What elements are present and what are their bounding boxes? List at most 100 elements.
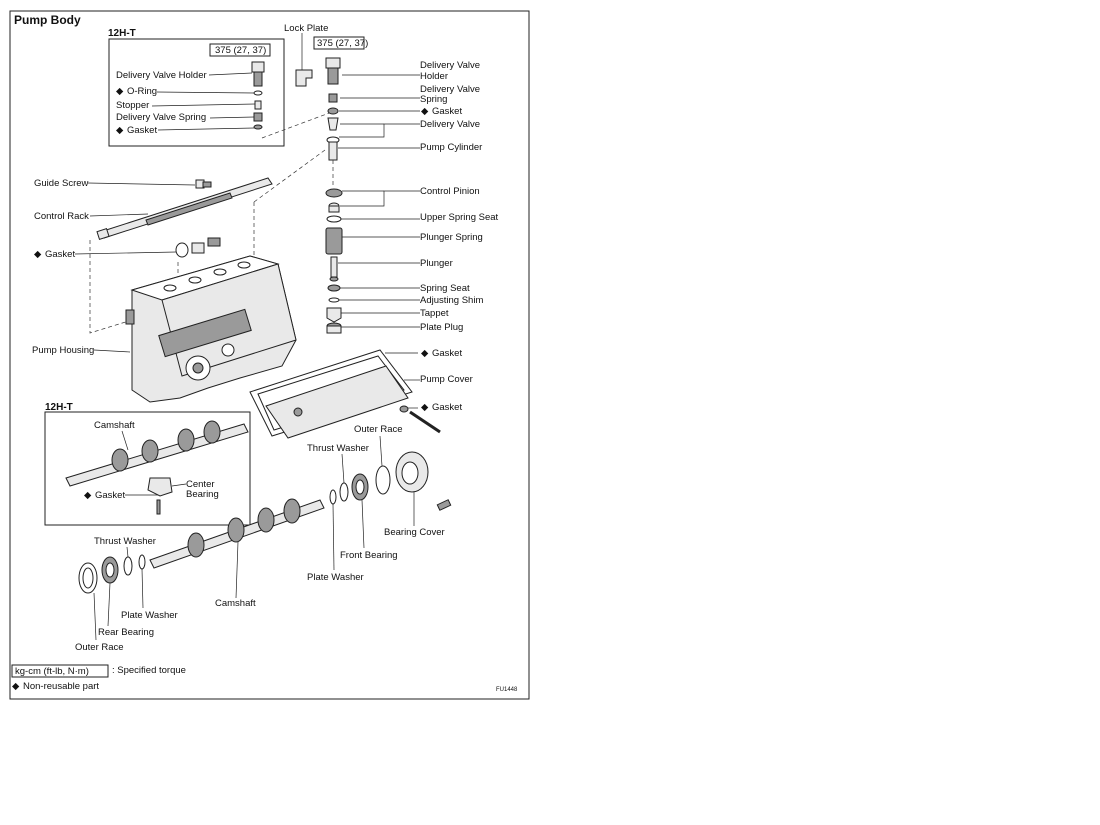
guide-screw: [195, 179, 212, 189]
diamond-icon: ◆: [116, 86, 124, 97]
inset-camshaft: [65, 420, 249, 487]
inset-label-center-bearing-2: Bearing: [186, 489, 219, 500]
label-rear-bearing: Rear Bearing: [98, 627, 154, 638]
label-gasket-left: Gasket: [45, 249, 75, 260]
thrust-washer-right: [339, 482, 349, 502]
inset-bottom-frame: [44, 411, 251, 526]
inset-torque-box: [209, 43, 271, 57]
inset-delivery-valve-holder: [251, 61, 265, 87]
adjusting-shim: [328, 297, 340, 303]
legend-torque-box: [11, 664, 109, 678]
diamond-icon: ◆: [116, 125, 124, 136]
thrust-washer-left: [123, 556, 133, 576]
legend-torque-units: kg-cm (ft-lb, N·m): [15, 666, 89, 677]
label-bearing-cover: Bearing Cover: [384, 527, 445, 538]
inset-label-camshaft: Camshaft: [94, 420, 135, 431]
outer-race-right: [375, 465, 391, 495]
inset-top-title: 12H-T: [108, 28, 136, 39]
label-control-rack: Control Rack: [34, 211, 89, 222]
cover-bolt: [409, 410, 441, 434]
label-plate-washer-right: Plate Washer: [307, 572, 364, 583]
gasket-washer-bolt: [399, 405, 409, 413]
plunger-spring: [325, 227, 343, 255]
pump-cylinder: [326, 136, 340, 161]
label-outer-race-left: Outer Race: [75, 642, 124, 653]
control-pinion: [325, 188, 343, 213]
front-bearing: [351, 473, 369, 501]
inset-label-gasket-bottom: Gasket: [95, 490, 125, 501]
upper-spring-seat: [326, 215, 342, 223]
diamond-icon: ◆: [421, 106, 429, 117]
label-plunger-spring: Plunger Spring: [420, 232, 483, 243]
label-pump-cover: Pump Cover: [420, 374, 473, 385]
label-plate-plug: Plate Plug: [420, 322, 463, 333]
inset-label-center-bearing-1: Center: [186, 479, 215, 490]
inset-label-delivery-valve-holder: Delivery Valve Holder: [116, 70, 207, 81]
legend-torque-text: : Specified torque: [112, 665, 186, 676]
label-camshaft: Camshaft: [215, 598, 256, 609]
diamond-icon: ◆: [421, 402, 429, 413]
rear-bearing: [101, 556, 119, 584]
gasket-and-bleeder: [175, 237, 221, 258]
diagram-title: Pump Body: [14, 13, 81, 27]
inset-stopper: [254, 100, 262, 110]
label-plunger: Plunger: [420, 258, 453, 269]
spring-seat: [327, 284, 341, 292]
inset-bottom-title: 12H-T: [45, 402, 73, 413]
label-gasket-bolt: Gasket: [432, 402, 462, 413]
delivery-valve-holder: [325, 57, 341, 85]
tappet: [326, 307, 342, 323]
diamond-icon: ◆: [84, 490, 92, 501]
main-torque-value: 375 (27, 37): [317, 38, 368, 49]
inset-label-gasket: Gasket: [127, 125, 157, 136]
bearing-cover: [395, 451, 429, 493]
label-thrust-washer-right: Thrust Washer: [307, 443, 369, 454]
label-gasket-1: Gasket: [432, 106, 462, 117]
label-outer-race-right: Outer Race: [354, 424, 403, 435]
label-delivery-valve-holder-1: Delivery Valve: [420, 60, 480, 71]
pump-cover: [265, 365, 409, 439]
inset-label-stopper: Stopper: [116, 100, 149, 111]
inset-o-ring: [253, 90, 263, 96]
main-torque-box: [313, 36, 365, 50]
label-spring-seat: Spring Seat: [420, 283, 470, 294]
delivery-valve-spring: [328, 93, 338, 103]
label-delivery-valve-spring-1: Delivery Valve: [420, 84, 480, 95]
bearing-cover-bolt: [436, 499, 452, 511]
outer-race-left: [78, 562, 98, 594]
inset-delivery-valve-spring: [253, 112, 263, 122]
delivery-valve: [327, 117, 339, 131]
label-tappet: Tappet: [420, 308, 449, 319]
label-guide-screw: Guide Screw: [34, 178, 89, 189]
label-lock-plate: Lock Plate: [284, 23, 328, 34]
label-delivery-valve-holder-2: Holder: [420, 71, 448, 82]
inset-label-delivery-valve-spring: Delivery Valve Spring: [116, 112, 206, 123]
label-gasket-cover: Gasket: [432, 348, 462, 359]
lock-plate: [295, 69, 313, 87]
diagram-frame: [9, 10, 530, 700]
label-thrust-washer-left: Thrust Washer: [94, 536, 156, 547]
label-delivery-valve: Delivery Valve: [420, 119, 480, 130]
label-upper-spring-seat: Upper Spring Seat: [420, 212, 499, 223]
inset-gasket-ring: [253, 124, 263, 130]
figure-code: FU1448: [496, 687, 518, 693]
diamond-icon: ◆: [34, 249, 42, 260]
legend-nonreusable-text: Non-reusable part: [23, 681, 99, 692]
camshaft: [149, 498, 325, 569]
plunger: [329, 256, 339, 282]
label-control-pinion: Control Pinion: [420, 186, 480, 197]
gasket-ring-1: [327, 107, 339, 115]
diamond-icon: ◆: [421, 348, 429, 359]
label-pump-housing: Pump Housing: [32, 345, 94, 356]
plate-washer-left: [138, 554, 146, 570]
inset-torque-value: 375 (27, 37): [215, 45, 266, 56]
label-front-bearing: Front Bearing: [340, 550, 398, 561]
plate-washer-right: [329, 489, 337, 505]
diamond-icon: ◆: [12, 681, 20, 692]
control-rack: [96, 177, 273, 240]
label-adjusting-shim: Adjusting Shim: [420, 295, 483, 306]
inset-center-bearing: [147, 477, 173, 497]
label-delivery-valve-spring-2: Spring: [420, 94, 447, 105]
label-pump-cylinder: Pump Cylinder: [420, 142, 482, 153]
